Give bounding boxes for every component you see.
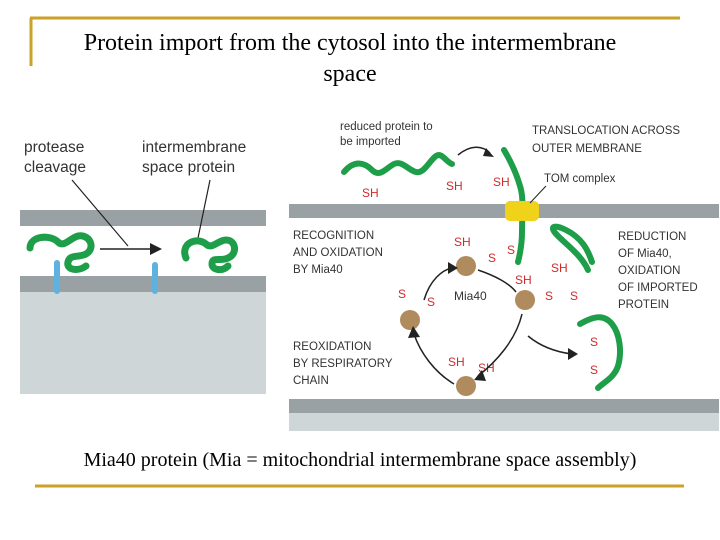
protease-label: protease cleavage [24, 139, 89, 176]
sh-label-5: SH [515, 273, 532, 287]
reduced-protein [341, 152, 455, 176]
left-matrix [20, 292, 266, 394]
tom-complex [505, 201, 539, 221]
s-label-2: S [507, 243, 515, 257]
ims-pointer [197, 179, 211, 239]
slide-title: Protein import from the cytosol into the… [83, 30, 617, 87]
sh-label-3: SH [493, 175, 510, 189]
precursor-protein [26, 232, 95, 273]
cycle-arrowhead-left [408, 326, 420, 338]
mia40-complex [515, 290, 535, 310]
ims-protein-label: intermembrane space protein [142, 139, 251, 176]
cycle-arrowhead-bottom [474, 370, 486, 381]
sh-label-1: SH [362, 186, 379, 200]
left-panel: protease cleavage intermembrane space pr… [20, 139, 266, 394]
mia40-reduced [456, 376, 476, 396]
release-arrow [527, 335, 573, 355]
cycle-arrow-left [413, 333, 455, 385]
s-label-3: S [545, 289, 553, 303]
translocation-label: TRANSLOCATION ACROSS OUTER MEMBRANE [532, 125, 683, 155]
s-label-7: S [590, 335, 598, 349]
sh-label-4: SH [454, 235, 471, 249]
sh-label-7: SH [448, 355, 465, 369]
mia40-reoxidized [400, 310, 420, 330]
s-label-5: S [398, 287, 406, 301]
recognition-label: RECOGNITION AND OXIDATION BY Mia40 [293, 230, 386, 276]
right-inner-membrane [289, 399, 719, 413]
right-outer-membrane [289, 204, 719, 218]
s-label-8: S [590, 363, 598, 377]
reduction-label: REDUCTION OF Mia40, OXIDATION OF IMPORTE… [618, 231, 701, 311]
membrane-anchor [54, 260, 60, 294]
released-ims-protein [181, 236, 238, 274]
sh-label-6: SH [551, 261, 568, 275]
reoxidation-label: REOXIDATION BY RESPIRATORY CHAIN [293, 341, 396, 387]
sh-label-2: SH [446, 179, 463, 193]
mia40-oxidized [456, 256, 476, 276]
cycle-arrowhead-top [448, 262, 458, 274]
s-label-4: S [570, 289, 578, 303]
left-outer-membrane [20, 210, 266, 226]
protein-on-mia40 [549, 223, 595, 273]
cleavage-arrowhead [150, 243, 162, 255]
release-arrowhead [568, 348, 578, 360]
slide-caption: Mia40 protein (Mia = mitochondrial inter… [83, 449, 637, 471]
s-label-1: S [488, 251, 496, 265]
tom-pointer [529, 185, 547, 204]
right-panel: reduced protein to be imported SH SH SH … [289, 121, 719, 431]
cycle-arrow-right [477, 269, 517, 293]
right-matrix [289, 413, 719, 431]
import-arrowhead [483, 148, 494, 157]
s-label-6: S [427, 295, 435, 309]
cycle-arrow-bottom [477, 313, 523, 377]
reduced-protein-label: reduced protein to be imported [340, 121, 436, 148]
cleaved-anchor [152, 262, 158, 294]
protease-pointer [71, 179, 129, 247]
oxidized-protein [577, 314, 623, 391]
tom-complex-label: TOM complex [544, 173, 616, 185]
mia40-label: Mia40 [454, 289, 487, 303]
left-inner-membrane [20, 276, 266, 292]
